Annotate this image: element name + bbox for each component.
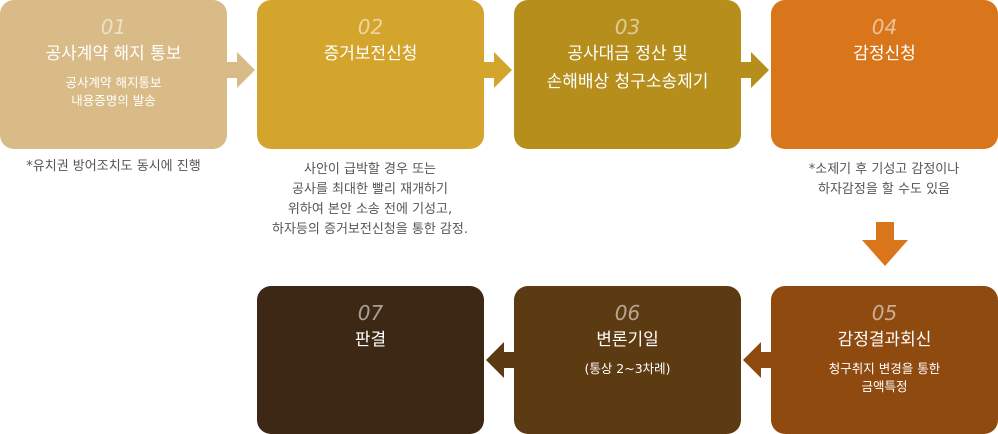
step-01-box: 01 공사계약 해지 통보 공사계약 해지통보 내용증명의 발송	[0, 0, 227, 149]
step-number: 05	[871, 301, 898, 325]
step-07-box: 07 판결	[257, 286, 484, 434]
step-02-box: 02 증거보전신청	[257, 0, 484, 149]
step-number: 01	[100, 15, 127, 39]
step-subtitle: (통상 2~3차례)	[584, 361, 671, 376]
step-number: 07	[357, 301, 384, 325]
step-04-note: *소제기 후 기성고 감정이나 하자감정을 할 수도 있음	[808, 162, 960, 197]
step-03-box: 03 공사대금 정산 및 손해배상 청구소송제기	[514, 0, 741, 149]
step-05-box: 05 감정결과회신 청구취지 변경을 통한 금액특정	[771, 286, 998, 434]
arrow-right-icon	[227, 52, 255, 88]
arrow-right-icon	[484, 52, 512, 88]
step-01-note: *유치권 방어조치도 동시에 진행	[26, 159, 201, 174]
step-06-box: 06 변론기일 (통상 2~3차례)	[514, 286, 741, 434]
step-02-note: 사안이 급박할 경우 또는 공사를 최대한 빨리 재개하기 위하여 본안 소송 …	[272, 162, 468, 237]
step-number: 03	[614, 15, 641, 39]
arrow-left-icon	[743, 342, 771, 378]
step-subtitle: 청구취지 변경을 통한 금액특정	[828, 361, 941, 394]
step-title: 증거보전신청	[323, 44, 418, 64]
step-title: 판결	[354, 330, 387, 350]
step-title: 공사대금 정산 및 손해배상 청구소송제기	[546, 44, 709, 92]
step-title: 공사계약 해지 통보	[45, 44, 182, 64]
step-04-box: 04 감정신청	[771, 0, 998, 149]
step-title: 감정결과회신	[837, 330, 932, 350]
step-number: 02	[357, 15, 384, 39]
arrow-left-icon	[486, 342, 514, 378]
step-title: 변론기일	[596, 330, 659, 350]
step-number: 06	[614, 301, 641, 325]
step-number: 04	[871, 15, 898, 39]
arrow-right-icon	[741, 52, 769, 88]
step-subtitle: 공사계약 해지통보 내용증명의 발송	[65, 75, 162, 108]
step-title: 감정신청	[853, 44, 916, 64]
arrow-down-icon	[862, 222, 908, 266]
